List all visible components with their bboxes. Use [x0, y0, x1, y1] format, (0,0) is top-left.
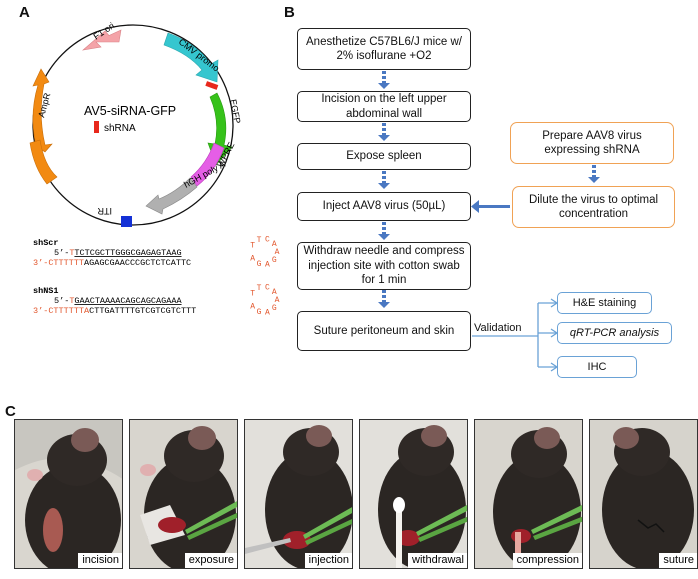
step-suture: Suture peritoneum and skin	[297, 311, 471, 351]
loop-letter: G	[257, 308, 262, 317]
validation-ihc: IHC	[557, 356, 637, 378]
wpre-feature	[190, 142, 225, 187]
photo-caption-incision: incision	[78, 553, 122, 568]
loop-letter: T	[250, 290, 255, 299]
plasmid-name: AV5-siRNA-GFP	[84, 104, 176, 118]
shscr-bottom-strand: 3’-CTTTTTTAGAGCGAACCCGCTCTCATTC	[33, 258, 191, 268]
photo-exposure: exposure	[129, 419, 238, 569]
photo-withdrawal: withdrawal	[359, 419, 468, 569]
step-inject: Inject AAV8 virus (50µL)	[297, 192, 471, 221]
photo-caption-withdrawal: withdrawal	[408, 553, 467, 568]
panel-c-letter: C	[5, 403, 16, 420]
loop-letter: A	[250, 303, 255, 312]
plasmid-map: F1 ori CMV promo EGFP WPRE hGH poly A IT…	[29, 20, 243, 227]
shrna-sequences: shScr 5’-TTCTCGCTTGGGCGAGAGTAAG 3’-CTTTT…	[33, 235, 280, 317]
ampr-feature	[32, 68, 53, 153]
loop-letter: A	[272, 288, 277, 297]
flow-arrows	[378, 71, 600, 372]
photo-suture: suture	[589, 419, 698, 569]
step-anesthetize: Anesthetize C57BL6/J mice w/ 2% isoflura…	[297, 28, 471, 70]
loop-letter: G	[257, 260, 262, 269]
prep-virus-box: Prepare AAV8 virus expressing shRNA	[510, 122, 674, 164]
itr-feature	[121, 216, 132, 227]
flow-arrow-4	[378, 222, 390, 240]
photo-caption-injection: injection	[304, 553, 352, 568]
step-incision: Incision on the left upper abdominal wal…	[297, 91, 471, 122]
loop-letter: A	[265, 309, 270, 318]
flow-arrow-1	[378, 71, 390, 89]
cmv-feature	[163, 32, 219, 83]
shns1-name: shNS1	[33, 286, 59, 296]
loop-letter: A	[275, 296, 280, 305]
photo-compression: compression	[474, 419, 583, 569]
flow-arrow-dilute-to-inject	[471, 200, 510, 213]
panel-a-letter: A	[19, 4, 30, 21]
shscr-top-strand: 5’-TTCTCGCTTGGGCGAGAGTAAG	[54, 248, 182, 258]
loop-letter: A	[250, 255, 255, 264]
panel-b-letter: B	[284, 4, 295, 21]
dilute-virus-box: Dilute the virus to optimal concentratio…	[512, 186, 675, 228]
photo-caption-exposure: exposure	[184, 553, 237, 568]
loop-letter: T	[257, 236, 262, 245]
loop-letter: A	[272, 240, 277, 249]
loop-letter: C	[265, 283, 270, 292]
f1-ori-feature	[81, 29, 122, 51]
shns1-bottom-strand: 3’-CTTTTTTACTTGATTTTGTCGTCGTCTTT	[33, 306, 196, 316]
loop-letter: G	[272, 304, 277, 313]
shrna-legend-swatch	[94, 121, 99, 133]
photo-injection: injection	[244, 419, 353, 569]
photo-caption-suture: suture	[659, 553, 697, 568]
flow-arrow-2	[378, 123, 390, 141]
egfp-label: EGFP	[228, 98, 242, 124]
flow-arrow-3	[378, 171, 390, 189]
shrna-site-marker	[205, 81, 219, 90]
step-withdraw: Withdraw needle and compress injection s…	[297, 242, 471, 290]
hgh-polya-feature	[145, 177, 198, 215]
shrna-legend-label: shRNA	[104, 123, 136, 134]
flow-arrow-prep	[588, 165, 600, 183]
loop-letter: G	[272, 256, 277, 265]
itr-label: ITR	[97, 206, 112, 216]
loop-letter: T	[250, 242, 255, 251]
photo-incision: incision	[14, 419, 123, 569]
validation-label: Validation	[474, 322, 522, 334]
validation-qrt-pcr: qRT-PCR analysis	[557, 322, 672, 344]
loop-letter: A	[265, 261, 270, 270]
photo-caption-compression: compression	[512, 553, 582, 568]
validation-he-staining: H&E staining	[557, 292, 652, 314]
validation-branches	[472, 298, 559, 372]
loop-letter: A	[275, 248, 280, 257]
shscr-name: shScr	[33, 238, 59, 248]
loop-letter: T	[257, 284, 262, 293]
flow-arrow-5	[378, 290, 390, 308]
loop-letter: C	[265, 235, 270, 244]
shns1-top-strand: 5’-TGAACTAAAACAGCAGCAGAAA	[54, 296, 182, 306]
step-expose-spleen: Expose spleen	[297, 143, 471, 170]
